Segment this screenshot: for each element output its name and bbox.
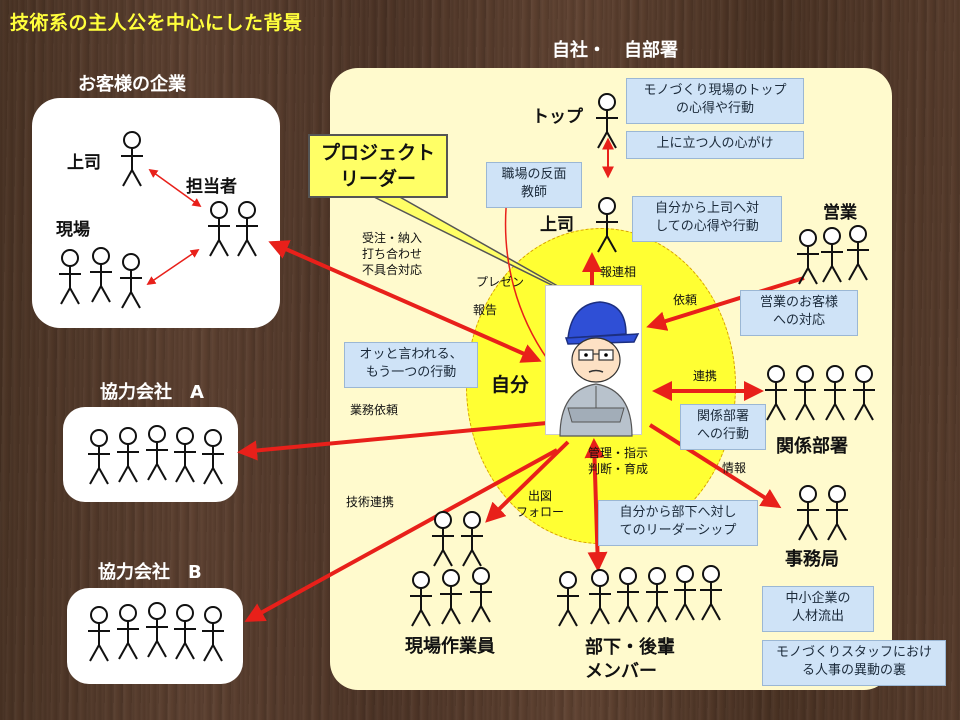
page-title: 技術系の主人公を中心にした背景 bbox=[10, 12, 303, 34]
customer-manager-figures bbox=[207, 201, 259, 257]
subordinates-label: 部下・後輩 メンバー bbox=[585, 637, 675, 682]
customer-site-label: 現場 bbox=[56, 220, 90, 240]
field-workers-label: 現場作業員 bbox=[405, 636, 495, 657]
subordinate-figures bbox=[556, 565, 723, 627]
report-label: 報告 bbox=[473, 303, 498, 317]
note-sales-customer: 営業のお客様 への対応 bbox=[740, 290, 858, 336]
project-leader-callout: プロジェクト リーダー bbox=[308, 134, 448, 198]
note-leadership: 自分から部下へ対し てのリーダーシップ bbox=[598, 500, 758, 546]
note-mirror: 職場の反面 教師 bbox=[486, 162, 582, 208]
hourensou-label: 報連相 bbox=[600, 265, 637, 279]
info-label: 情報 bbox=[722, 461, 747, 475]
request-label: 依頼 bbox=[673, 293, 698, 307]
note-surprise: オッと言われる、 もう一つの行動 bbox=[344, 342, 478, 388]
note-top-heart: 上に立つ人の心がけ bbox=[626, 131, 804, 159]
customer-boss-figure bbox=[120, 131, 144, 187]
note-to-boss: 自分から上司へ対 しての心得や行動 bbox=[632, 196, 782, 242]
subordinates-arrow bbox=[584, 438, 608, 572]
self-label: 自分 bbox=[491, 374, 530, 396]
coord-label: 連携 bbox=[693, 369, 718, 383]
boss-label: 上司 bbox=[540, 215, 574, 235]
boss-figure bbox=[595, 197, 619, 253]
field-worker-figures bbox=[409, 511, 493, 627]
tech-coord-label: 技術連携 bbox=[346, 495, 395, 509]
customer-self-arrow bbox=[268, 240, 542, 363]
partner-a-arrow bbox=[237, 421, 548, 461]
field-workers-arrow bbox=[485, 440, 570, 523]
partner-b-figures bbox=[87, 602, 225, 662]
site-manager-arrow bbox=[146, 248, 200, 286]
customer-manager-label: 担当者 bbox=[186, 177, 237, 197]
sales-self-arrow bbox=[646, 276, 805, 331]
top-label: トップ bbox=[532, 107, 583, 127]
present-label: プレゼン bbox=[476, 275, 525, 289]
customer-company-label: お客様の企業 bbox=[78, 74, 186, 95]
dept-label: 関係部署 bbox=[776, 436, 848, 457]
note-dept-action: 関係部署 への行動 bbox=[680, 404, 766, 450]
worker-character-icon bbox=[559, 301, 640, 437]
office-figures bbox=[796, 485, 849, 541]
customer-site-figures bbox=[58, 247, 143, 309]
office-arrow bbox=[648, 423, 782, 509]
note-top-mind: モノづくり現場のトップ の心得や行動 bbox=[626, 78, 804, 124]
top-figure bbox=[595, 93, 619, 149]
partner-a-figures bbox=[87, 425, 225, 485]
customer-boss-label: 上司 bbox=[67, 153, 101, 173]
sales-figures bbox=[796, 225, 870, 285]
self-character-card bbox=[545, 285, 642, 437]
office-label: 事務局 bbox=[785, 549, 839, 570]
boss-manager-arrow bbox=[148, 168, 202, 208]
dept-figures bbox=[764, 365, 876, 421]
sales-label: 営業 bbox=[823, 203, 857, 223]
partner-b-arrow bbox=[244, 448, 558, 622]
company-label: 自社・ 自部署 bbox=[552, 40, 678, 61]
note-talent: 中小企業の 人材流出 bbox=[762, 586, 874, 632]
order-label: 受注・納入 打ち合わせ 不具合対応 bbox=[362, 231, 423, 277]
partner-b-label: 協力会社 B bbox=[98, 562, 202, 583]
partner-a-label: 協力会社 A bbox=[100, 382, 204, 403]
followup-label: 出図 フォロー bbox=[516, 489, 565, 519]
work-request-label: 業務依頼 bbox=[350, 403, 399, 417]
manage-label: 管理・指示 判断・育成 bbox=[588, 446, 649, 476]
note-personnel: モノづくりスタッフにおけ る人事の異動の裏 bbox=[762, 640, 946, 686]
